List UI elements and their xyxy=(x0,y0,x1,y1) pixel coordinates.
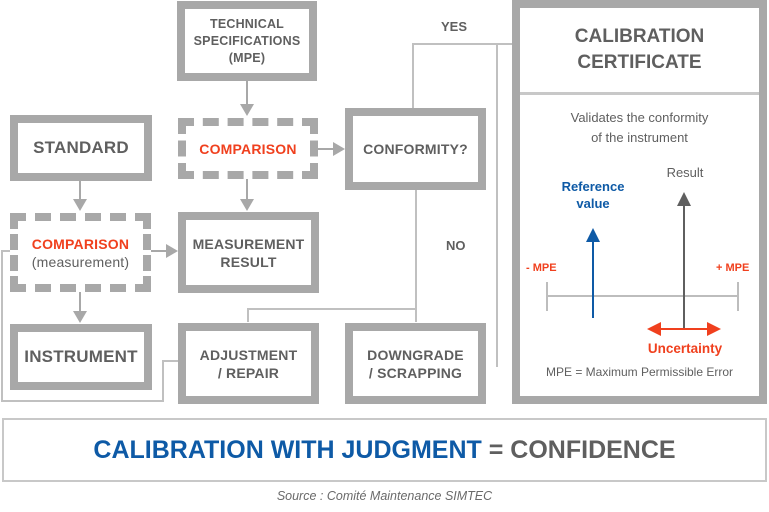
node-label: (MPE) xyxy=(228,50,266,65)
uncertainty-label: Uncertainty xyxy=(647,341,723,356)
certificate-title-line: CERTIFICATE xyxy=(577,52,702,73)
banner-result: = CONFIDENCE xyxy=(481,435,676,464)
certificate-title-line: CALIBRATION xyxy=(574,26,705,47)
arrowhead xyxy=(73,199,87,211)
node-label: / SCRAPPING xyxy=(368,364,463,381)
reference-line: Reference xyxy=(561,179,625,194)
node-label: TECHNICAL xyxy=(209,16,285,31)
plus-mpe-label: + MPE xyxy=(716,262,750,274)
node-downgrade-scrapping: DOWNGRADE / SCRAPPING xyxy=(345,323,486,404)
arrowhead xyxy=(166,244,178,258)
node-measurement-result: MEASUREMENT RESULT xyxy=(178,212,319,293)
result-label: Result xyxy=(666,165,704,180)
node-comparison-top: COMPARISON xyxy=(178,118,318,179)
node-label: ADJUSTMENT xyxy=(199,346,298,363)
mpe-footnote: MPE = Maximum Permissible Error xyxy=(545,365,734,379)
banner-highlight: CALIBRATION WITH JUDGMENT xyxy=(93,435,482,464)
node-conformity: CONFORMITY? xyxy=(345,108,486,190)
node-standard: STANDARD xyxy=(10,115,152,181)
line-downgrade-to-certificate xyxy=(496,44,498,367)
tolerance-diagram xyxy=(546,192,739,336)
reference-arrowhead xyxy=(586,228,600,242)
description-line: Validates the conformity xyxy=(570,110,709,125)
node-label: RESULT xyxy=(220,253,277,270)
node-adjustment-repair: ADJUSTMENT / REPAIR xyxy=(178,323,319,404)
reference-value-label: Reference value xyxy=(550,178,636,212)
arrowhead xyxy=(240,104,254,116)
arrowhead xyxy=(240,199,254,211)
node-label: COMPARISON xyxy=(31,235,130,252)
source-caption: Source : Comité Maintenance SIMTEC xyxy=(276,489,493,503)
line-yes-to-certificate xyxy=(412,43,512,108)
node-technical-specifications: TECHNICAL SPECIFICATIONS (MPE) xyxy=(177,1,317,81)
line-adjustment-loop xyxy=(1,250,178,402)
node-label: DOWNGRADE xyxy=(367,346,464,363)
description-line: of the instrument xyxy=(591,130,688,145)
minus-mpe-label: - MPE xyxy=(526,262,557,274)
edge-label-no: NO xyxy=(446,238,466,253)
conclusion-banner: CALIBRATION WITH JUDGMENT = CONFIDENCE xyxy=(2,418,767,482)
node-instrument: INSTRUMENT xyxy=(10,324,152,390)
node-label: MEASUREMENT xyxy=(192,235,305,252)
certificate-title: CALIBRATION CERTIFICATE xyxy=(520,8,759,95)
node-label: CONFORMITY? xyxy=(363,141,468,157)
arrowhead xyxy=(73,311,87,323)
certificate-description: Validates the conformity of the instrume… xyxy=(520,108,759,148)
node-label: SPECIFICATIONS xyxy=(193,33,301,48)
node-label: COMPARISON xyxy=(199,140,297,157)
node-comparison-measurement: COMPARISON (measurement) xyxy=(10,213,151,292)
arrowhead xyxy=(333,142,345,156)
result-arrowhead xyxy=(677,192,691,206)
reference-line: value xyxy=(576,196,610,211)
uncertainty-arrowhead-left xyxy=(647,322,661,336)
uncertainty-arrowhead-right xyxy=(707,322,721,336)
node-label: / REPAIR xyxy=(217,364,280,381)
node-label: STANDARD xyxy=(33,138,129,157)
node-sublabel: (measurement) xyxy=(31,253,130,270)
calibration-certificate: CALIBRATION CERTIFICATE Validates the co… xyxy=(512,0,767,404)
edge-label-yes: YES xyxy=(441,19,468,34)
node-label: INSTRUMENT xyxy=(24,347,138,366)
line-no-to-adjustment xyxy=(247,308,416,322)
